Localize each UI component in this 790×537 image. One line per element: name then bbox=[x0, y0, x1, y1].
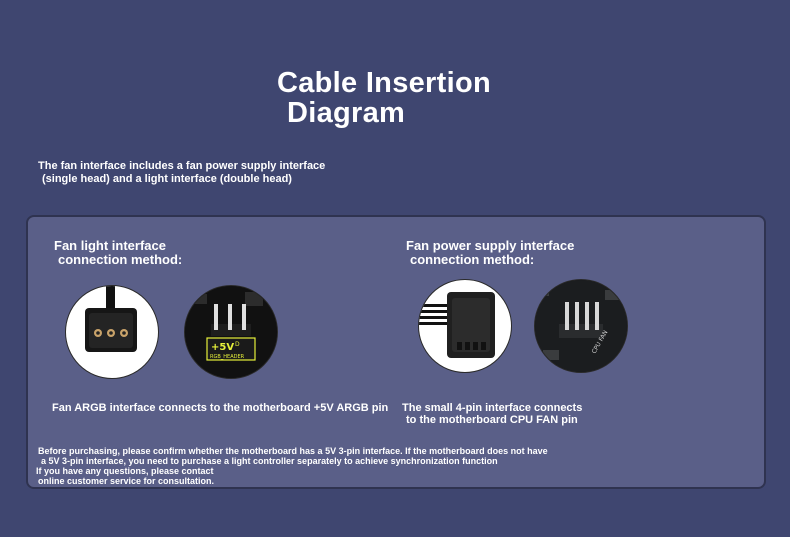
page-title: Cable Insertion Diagram bbox=[277, 68, 491, 128]
intro-line-2: (single head) and a light interface (dou… bbox=[42, 173, 292, 185]
light-heading-line-1: Fan light interface bbox=[54, 238, 166, 253]
notes-line-1: Before purchasing, please confirm whethe… bbox=[38, 446, 548, 456]
notes-line-3: If you have any questions, please contac… bbox=[36, 466, 214, 476]
power-heading: Fan power supply interface connection me… bbox=[406, 239, 574, 267]
fan-4pin-connector-icon bbox=[419, 292, 495, 358]
connection-panel: Fan light interface connection method: F… bbox=[26, 215, 766, 489]
power-heading-line-1: Fan power supply interface bbox=[406, 238, 575, 253]
light-caption: Fan ARGB interface connects to the mothe… bbox=[52, 402, 389, 414]
power-caption-line-1: The small 4-pin interface connects bbox=[402, 402, 583, 414]
rgb-header-image: +5V D RGB_HEADER bbox=[184, 285, 278, 379]
light-heading-line-2: connection method: bbox=[58, 252, 183, 267]
rgb-header-label-d: D bbox=[235, 341, 240, 348]
power-heading-line-2: connection method: bbox=[410, 252, 535, 267]
intro-text: The fan interface includes a fan power s… bbox=[38, 160, 325, 186]
cpu-fan-header-image: CPU FAN bbox=[534, 279, 628, 373]
title-line-1: Cable Insertion bbox=[277, 67, 491, 99]
rgb-header-label-5v: +5V bbox=[211, 342, 234, 353]
rgb-header-icon: +5V D RGB_HEADER bbox=[185, 286, 277, 378]
argb-connector-image bbox=[65, 285, 159, 379]
light-heading: Fan light interface connection method: bbox=[54, 239, 182, 267]
fan-4pin-connector-image bbox=[418, 279, 512, 373]
power-caption: The small 4-pin interface connects to th… bbox=[402, 402, 582, 426]
title-line-2: Diagram bbox=[287, 97, 406, 129]
purchase-notes: Before purchasing, please confirm whethe… bbox=[36, 446, 548, 486]
notes-line-4: online customer service for consultation… bbox=[38, 476, 215, 486]
cpu-fan-header-icon: CPU FAN bbox=[535, 280, 627, 372]
rgb-header-label-name: RGB_HEADER bbox=[210, 354, 245, 360]
power-caption-line-2: to the motherboard CPU FAN pin bbox=[406, 414, 578, 426]
argb-connector-icon bbox=[85, 286, 137, 352]
notes-line-2: a 5V 3-pin interface, you need to purcha… bbox=[41, 456, 498, 466]
intro-line-1: The fan interface includes a fan power s… bbox=[38, 160, 326, 172]
